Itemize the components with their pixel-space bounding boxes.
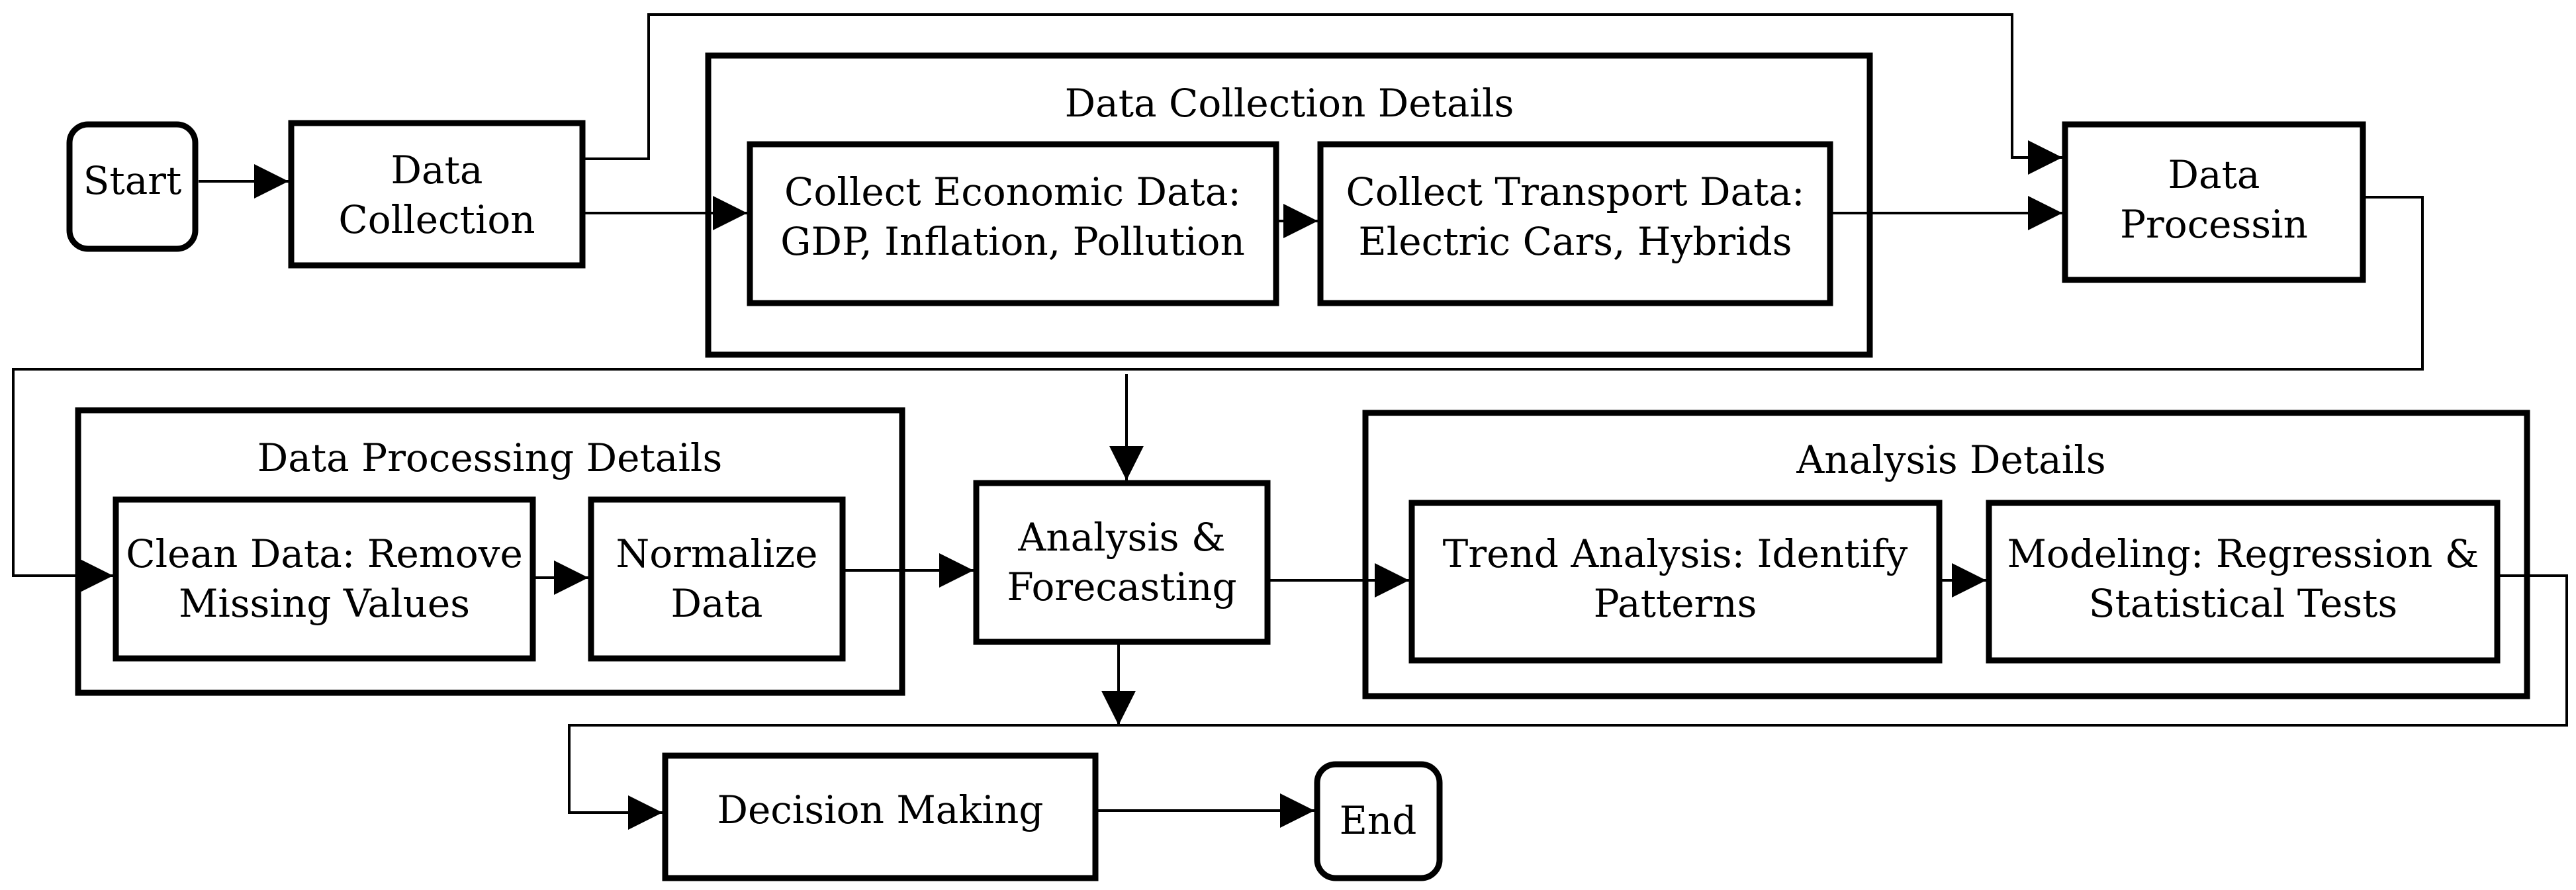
edges [12,13,2568,830]
node-modeling-line1: Modeling: Regression & [2007,531,2479,576]
node-modeling-line2: Statistical Tests [2089,581,2398,626]
node-collect-economic-data: Collect Economic Data: GDP, Inflation, P… [747,141,1279,306]
node-collect-transport-data: Collect Transport Data: Electric Cars, H… [1317,141,1833,306]
node-collect-transport-line1: Collect Transport Data: [1346,169,1804,214]
node-analysis-forecasting-line1: Analysis & [1017,515,1225,560]
node-modeling: Modeling: Regression & Statistical Tests [1986,500,2501,664]
node-data-processing-line2: Processin [2120,202,2308,247]
edge-data-processing-to-clean-data [12,196,2424,593]
node-collect-economic-line1: Collect Economic Data: [784,169,1241,214]
node-analysis-forecasting: Analysis & Forecasting [973,480,1271,645]
node-normalize-data-line1: Normalize [616,531,818,576]
node-trend-analysis-line1: Trend Analysis: Identify [1443,531,1908,576]
group-title-data-processing-details: Data Processing Details [257,435,722,480]
node-end: End [1314,761,1443,881]
node-collect-transport-line2: Electric Cars, Hybrids [1358,219,1792,264]
edge-data-collection-to-data-processing [585,13,2062,175]
node-clean-data: Clean Data: Remove Missing Values [113,496,536,662]
node-data-processing-line1: Data [2168,152,2260,197]
node-start-label: Start [83,158,182,203]
node-decision-making: Decision Making [662,752,1099,881]
node-clean-data-line1: Clean Data: Remove [126,531,523,576]
group-title-analysis-details: Analysis Details [1796,437,2105,482]
node-end-label: End [1340,798,1417,843]
node-data-collection-line2: Collection [338,197,535,242]
node-data-collection: Data Collection [288,120,586,269]
node-data-collection-line1: Data [391,148,483,193]
node-clean-data-line2: Missing Values [179,581,470,626]
node-normalize-data: Normalize Data [588,496,846,662]
node-analysis-forecasting-line2: Forecasting [1007,564,1236,609]
node-normalize-data-line2: Data [671,581,763,626]
node-trend-analysis: Trend Analysis: Identify Patterns [1408,500,1943,664]
edge-modeling-to-decision-making [568,574,2568,830]
node-start: Start [66,121,199,252]
group-title-data-collection-details: Data Collection Details [1065,81,1514,126]
node-data-processing: Data Processin [2062,121,2366,283]
node-trend-analysis-line2: Patterns [1594,581,1757,626]
node-collect-economic-line2: GDP, Inflation, Pollution [780,219,1245,264]
node-decision-making-label: Decision Making [717,787,1043,832]
